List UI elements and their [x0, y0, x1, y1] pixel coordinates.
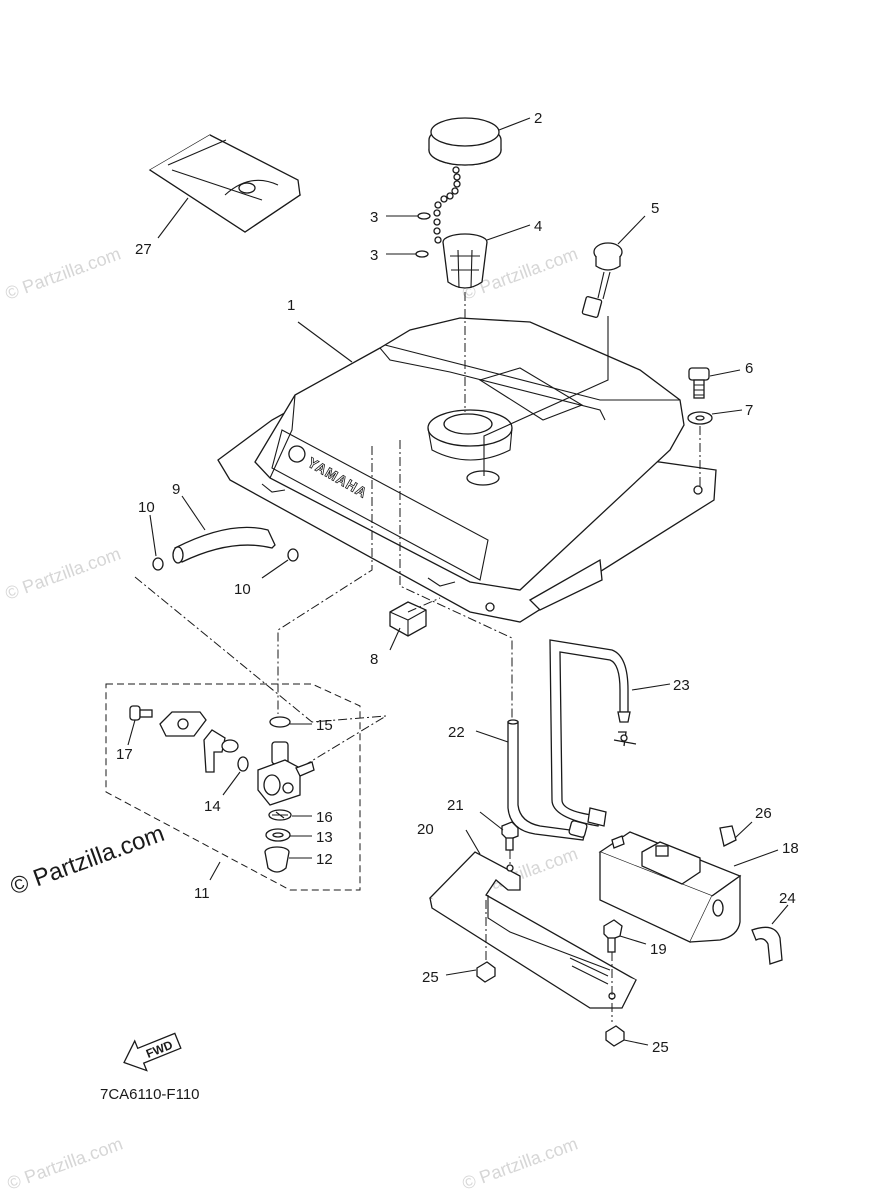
o-ring-part-13: [265, 828, 291, 842]
petcock-plate: [159, 711, 207, 737]
hose-clip-part-10: [152, 548, 299, 571]
fuel-pouch-part-27: [148, 134, 302, 233]
label-part-23: 23: [673, 677, 690, 694]
petcock-body: [257, 741, 315, 806]
fuel-filter-part-4: [442, 233, 488, 289]
cup-part-12: [264, 846, 290, 873]
damper-part-8: [389, 601, 427, 637]
bracket-part-20: [428, 851, 637, 1009]
bolt-part-21: [501, 821, 519, 851]
screw-part-17: [129, 705, 153, 721]
charcoal-canister-part-18: [598, 825, 742, 943]
label-part-27: 27: [135, 241, 152, 258]
label-part-11: 11: [194, 885, 210, 902]
watermark: © Partzilla.com: [3, 543, 124, 603]
label-part-3: 3: [370, 247, 378, 264]
lever-part-14: [203, 729, 249, 773]
label-part-25: 25: [652, 1039, 669, 1056]
petcock-group-outline: [105, 683, 361, 891]
label-part-22: 22: [448, 724, 465, 741]
watermark-large: © Partzilla.com: [7, 820, 168, 901]
label-part-25: 25: [422, 969, 439, 986]
label-part-3: 3: [370, 209, 378, 226]
label-part-1: 1: [287, 297, 295, 314]
fuel-cap-part-2: [428, 117, 502, 166]
label-part-26: 26: [755, 805, 772, 822]
vent-hose-part-23: [549, 639, 637, 827]
label-part-18: 18: [782, 840, 799, 857]
forward-arrow: FWD: [123, 1032, 182, 1072]
label-part-7: 7: [745, 402, 753, 419]
label-part-16: 16: [316, 809, 333, 826]
label-part-6: 6: [745, 360, 753, 377]
drain-hose-part-24: [751, 926, 783, 965]
label-part-2: 2: [534, 110, 542, 127]
washer-part-3: [415, 212, 431, 258]
label-part-14: 14: [204, 798, 221, 815]
label-part-24: 24: [779, 890, 796, 907]
label-part-13: 13: [316, 829, 333, 846]
label-part-12: 12: [316, 851, 333, 868]
nut-part-25: [476, 961, 625, 1047]
filter-part-16: [268, 809, 292, 821]
part-labels: 2 27 3 3 4 5 1 6 7 9 10 10 8 23 15 22 17…: [116, 110, 799, 1056]
diagram-code: 7CA6110-F110: [100, 1086, 200, 1103]
label-part-9: 9: [172, 481, 180, 498]
label-part-15: 15: [316, 717, 333, 734]
watermark: © Partzilla.com: [3, 243, 124, 303]
bolt-part-6: [688, 367, 710, 399]
label-part-19: 19: [650, 941, 667, 958]
watermark: © Partzilla.com: [5, 1133, 126, 1193]
label-part-10: 10: [138, 499, 155, 516]
label-part-5: 5: [651, 200, 659, 217]
label-part-4: 4: [534, 218, 542, 235]
label-part-8: 8: [370, 651, 378, 668]
fuel-tank-part-1: YAMAHA: [217, 317, 717, 623]
fuel-hose-part-9: [172, 526, 276, 564]
bolt-part-19: [603, 919, 623, 953]
cap-chain: [433, 166, 461, 244]
breather-hose-part-22: [507, 719, 588, 841]
watermark: © Partzilla.com: [460, 1133, 581, 1193]
washer-part-7: [687, 411, 713, 425]
label-part-21: 21: [447, 797, 464, 814]
label-part-17: 17: [116, 746, 133, 763]
label-part-20: 20: [417, 821, 434, 838]
fuel-gauge-part-5: [581, 242, 623, 318]
label-part-10: 10: [234, 581, 251, 598]
gasket-part-15: [269, 716, 291, 728]
